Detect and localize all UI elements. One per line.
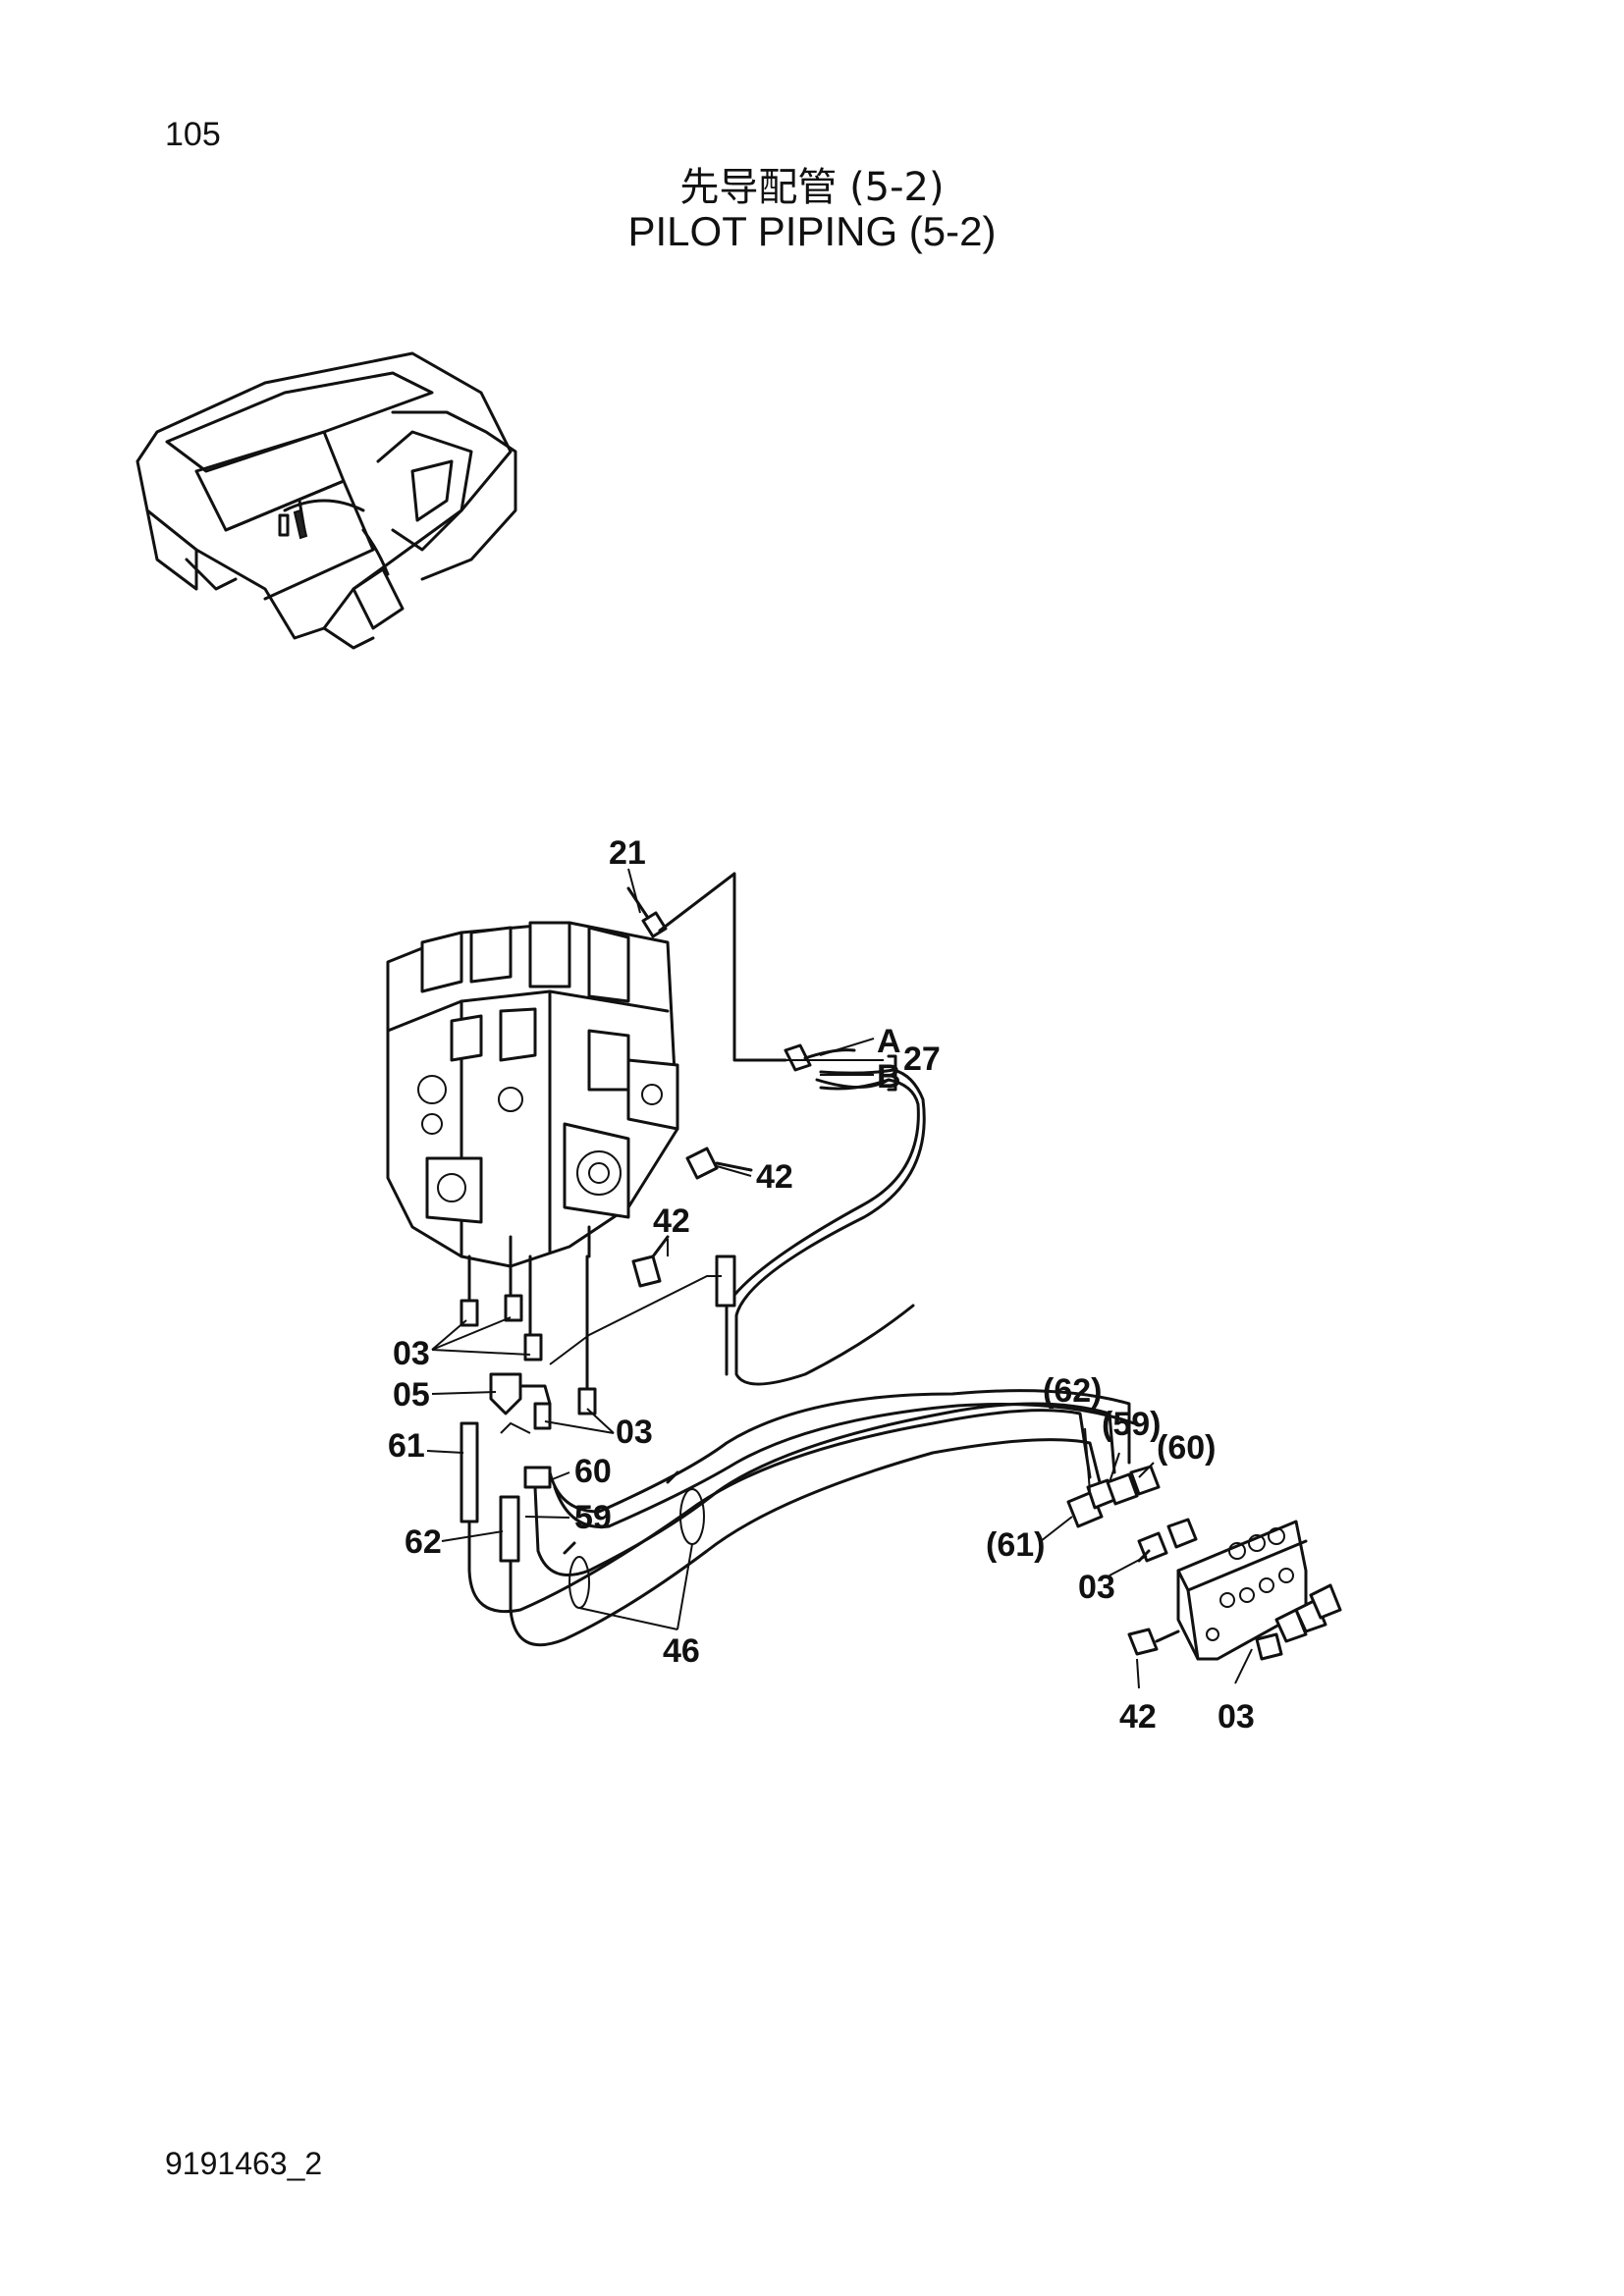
bracket-27	[887, 1054, 897, 1092]
callout-62: 62	[405, 1523, 442, 1561]
callout-27: 27	[903, 1041, 941, 1078]
title-english: PILOT PIPING (5-2)	[627, 208, 997, 254]
callout-05: 05	[393, 1376, 430, 1414]
callout-03-right: 03	[616, 1414, 653, 1451]
leader-lines	[426, 868, 1253, 1689]
callout-42-manifold: 42	[1119, 1698, 1157, 1735]
fitting-42-middle	[631, 1235, 670, 1288]
callout-B: B	[877, 1058, 901, 1095]
manifold-block	[1127, 1518, 1342, 1661]
callout-03-manifold-right: 03	[1218, 1698, 1255, 1735]
callout-61-parenthesized: (61)	[986, 1526, 1045, 1564]
machine-overview-illustration	[135, 351, 517, 650]
hose-bundle	[467, 1389, 1136, 1647]
control-valve-assembly	[386, 921, 679, 1268]
callout-59: 59	[574, 1499, 612, 1536]
callout-03-manifold-left: 03	[1078, 1569, 1115, 1606]
hose-27	[658, 872, 926, 1386]
callout-42-upper: 42	[756, 1158, 793, 1196]
callout-21: 21	[609, 834, 646, 872]
lower-fittings	[460, 1245, 722, 1563]
drawing-number: 9191463_2	[165, 2146, 323, 2181]
page-number: 105	[165, 116, 221, 153]
bundle-end-fittings	[1066, 1465, 1161, 1528]
callout-42-middle: 42	[653, 1202, 690, 1240]
callout-61: 61	[388, 1427, 425, 1465]
callout-03-left: 03	[393, 1335, 430, 1372]
title-chinese: 先导配管 (5-2)	[679, 165, 945, 210]
callout-60: 60	[574, 1453, 612, 1490]
callout-60-parenthesized: (60)	[1157, 1429, 1216, 1467]
fitting-42-upper	[685, 1147, 753, 1180]
callout-46: 46	[663, 1632, 700, 1670]
callout-59-parenthesized: (59)	[1102, 1406, 1161, 1443]
callout-A: A	[877, 1023, 901, 1060]
callout-62-parenthesized: (62)	[1043, 1372, 1102, 1410]
